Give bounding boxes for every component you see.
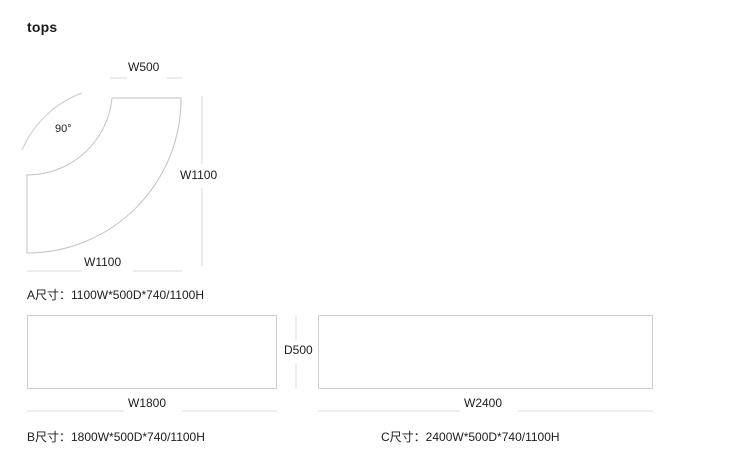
dimension-label-w2400: W2400 (464, 396, 503, 410)
figure-a-corner-top-outline (26, 97, 182, 254)
figure-a-caption: A尺寸：1100W*500D*740/1100H (27, 288, 204, 302)
figure-c-rectangle-outline (318, 315, 653, 389)
figure-b-caption: B尺寸：1800W*500D*740/1100H (27, 430, 205, 444)
page-title: tops (27, 19, 58, 35)
angle-label-90-degrees: 90° (55, 123, 72, 135)
dimension-label-w500: W500 (128, 60, 160, 74)
dimension-label-w1800: W1800 (128, 396, 167, 410)
angle-90-arc (21, 92, 83, 151)
figure-c-caption: C尺寸：2400W*500D*740/1100H (381, 430, 560, 444)
dimension-label-w1100-vertical: W1100 (180, 168, 218, 182)
dimension-label-w1100-horizontal: W1100 (84, 255, 122, 269)
dimension-label-d500: D500 (284, 343, 313, 357)
figure-b-rectangle-outline (27, 315, 277, 389)
